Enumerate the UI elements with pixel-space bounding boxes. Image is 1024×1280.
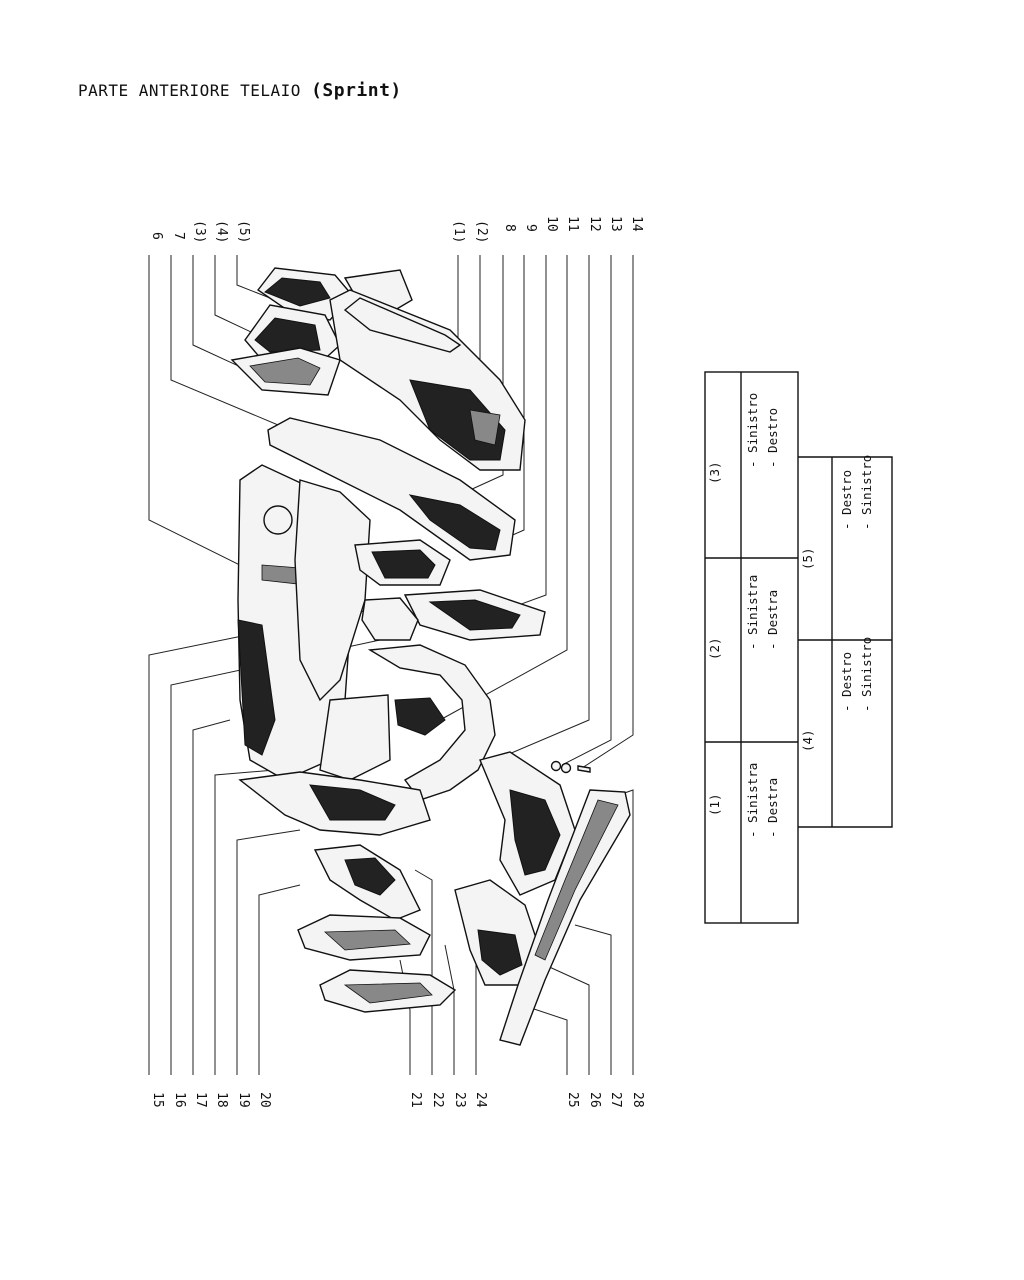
leader-22: [414, 869, 433, 1075]
label-2: (2): [474, 220, 489, 243]
leader-8: [469, 255, 504, 491]
legend-4-line-2: - Sinistro: [859, 637, 874, 712]
frame-parts: [230, 267, 631, 1046]
label-3: (3): [192, 220, 207, 243]
label-13: 13: [608, 216, 623, 232]
label-23: 23: [452, 1092, 467, 1108]
part-floor-panel: [294, 479, 371, 702]
legend-ref-4: (4): [800, 729, 815, 752]
leader-5: [236, 255, 276, 301]
leader-18: [214, 769, 276, 1075]
legend-ref-2: (2): [707, 637, 722, 660]
part-rail-inner: [343, 297, 462, 353]
part-lower-bracket-a-shade: [344, 857, 396, 896]
part-rail-window: [469, 409, 501, 446]
legend-3-line-1: - Sinistro: [745, 393, 760, 468]
legend-4-line-1: - Destro: [839, 652, 854, 712]
leader-26: [544, 964, 590, 1075]
legend-ref-1: (1): [707, 793, 722, 816]
title-variant: (Sprint): [311, 80, 402, 101]
leader-20: [258, 884, 301, 1075]
leader-23: [444, 944, 455, 1075]
legend-ref-3: (3): [707, 461, 722, 484]
bottom-labels: 15 16 17 18 19 20 21 22 23 24 25 26 27 2…: [150, 1092, 645, 1108]
part-wheel-arch-shade: [394, 697, 446, 736]
part-front-crossbeam: [499, 789, 631, 1046]
label-9: 9: [523, 224, 538, 232]
leader-27: [574, 924, 612, 1075]
part-crossmember-shade: [408, 494, 501, 551]
part-upper-bracket-a-shade: [264, 277, 331, 307]
page-title: PARTE ANTERIORE TELAIO (Sprint): [78, 80, 402, 101]
part-mid-bracket-a-shade: [371, 549, 436, 579]
legend-5-line-2: - Sinistro: [859, 455, 874, 530]
part-front-panel-b-shade: [477, 929, 523, 976]
part-washer-b: [560, 762, 572, 774]
part-bulkhead-shade: [237, 619, 276, 756]
label-22: 22: [430, 1092, 445, 1108]
leader-19: [236, 829, 301, 1075]
title-main: PARTE ANTERIORE TELAIO: [78, 81, 301, 100]
legend-block-left: [704, 371, 799, 924]
leader-12: [494, 255, 590, 761]
top-labels: 6 7 (3) (4) (5) (1) (2) 8 9 10 11 12 13 …: [149, 216, 644, 243]
legend-table: (1) (2) (3) (4) (5) - Sinistra - Destra …: [704, 371, 893, 924]
label-25: 25: [565, 1092, 580, 1108]
label-6: 6: [149, 232, 164, 240]
legend-5-line-1: - Destro: [839, 470, 854, 530]
label-12: 12: [587, 216, 602, 232]
label-27: 27: [608, 1092, 623, 1108]
label-14: 14: [629, 216, 644, 232]
leader-25: [521, 1004, 568, 1075]
label-28: 28: [630, 1092, 645, 1108]
label-18: 18: [214, 1092, 229, 1108]
label-1: (1): [451, 220, 466, 243]
part-arch-panel: [319, 694, 391, 781]
part-bracket-d-shade: [249, 357, 321, 386]
label-21: 21: [408, 1092, 423, 1108]
part-bulkhead-hole: [263, 505, 293, 535]
leader-13: [561, 255, 612, 766]
label-16: 16: [172, 1092, 187, 1108]
label-15: 15: [150, 1092, 165, 1108]
label-24: 24: [473, 1092, 488, 1108]
part-washer-a: [550, 760, 562, 772]
part-lower-bracket-c-shade: [343, 982, 433, 1004]
label-19: 19: [236, 1092, 251, 1108]
legend-2-line-1: - Sinistra: [745, 575, 760, 650]
label-26: 26: [587, 1092, 602, 1108]
leader-14: [581, 255, 634, 769]
part-front-crossbeam-shade: [534, 799, 619, 961]
part-lower-bracket-b-shade: [323, 929, 411, 951]
leader-7: [170, 255, 291, 431]
label-20: 20: [257, 1092, 272, 1108]
label-8: 8: [502, 224, 517, 232]
leader-6: [148, 255, 271, 581]
legend-1-line-1: - Sinistra: [745, 763, 760, 838]
part-mid-bracket-b-shade: [428, 599, 521, 631]
label-11: 11: [565, 216, 580, 232]
label-7: 7: [171, 232, 186, 240]
part-lower-fender-shade: [309, 784, 396, 821]
legend-2-line-2: - Destra: [765, 590, 780, 650]
part-screw: [577, 765, 591, 773]
label-17: 17: [193, 1092, 208, 1108]
label-10: 10: [544, 216, 559, 232]
label-5: (5): [236, 220, 251, 243]
part-mid-bracket-c: [361, 597, 419, 641]
part-front-panel-a-shade: [509, 789, 561, 876]
label-4: (4): [214, 220, 229, 243]
leader-17: [192, 719, 231, 1075]
legend-ref-5: (5): [800, 547, 815, 570]
part-bracket-c-shade: [254, 317, 321, 353]
legend-3-line-2: - Destro: [765, 408, 780, 468]
legend-1-line-2: - Destra: [765, 778, 780, 838]
